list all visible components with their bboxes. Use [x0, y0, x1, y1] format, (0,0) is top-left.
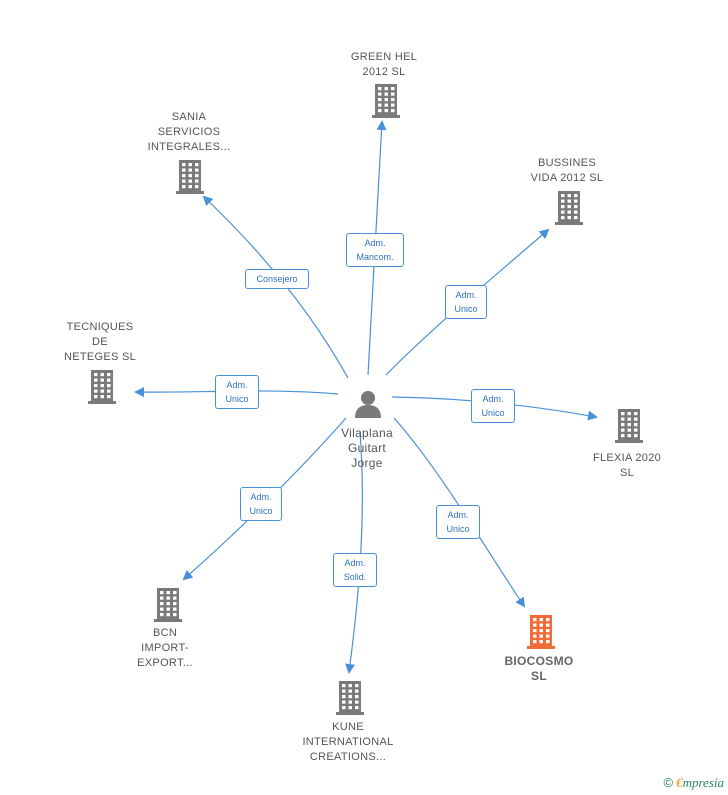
building-icon[interactable]: [372, 84, 400, 118]
edge-label-tecniques: Adm. Unico: [215, 375, 259, 409]
company-label-green-hel[interactable]: GREEN HEL 2012 SL: [350, 51, 418, 78]
edge-label-flexia: Adm. Unico: [471, 389, 515, 423]
company-label-bcn-import[interactable]: BCN IMPORT- EXPORT...: [137, 627, 193, 669]
company-label-sania[interactable]: SANIA SERVICIOS INTEGRALES...: [147, 111, 231, 153]
building-icon[interactable]: [555, 191, 583, 225]
company-label-flexia[interactable]: FLEXIA 2020 SL: [592, 452, 662, 479]
company-label-bussines-vida[interactable]: BUSSINES VIDA 2012 SL: [530, 157, 604, 184]
empresia-watermark: ©€mpresia: [664, 775, 725, 791]
edge-label-biocosmo: Adm. Unico: [436, 505, 480, 539]
edge-kune: [345, 431, 363, 674]
building-icon[interactable]: [527, 615, 555, 649]
building-icon[interactable]: [88, 370, 116, 404]
edge-label-green-hel: Adm. Mancom.: [346, 233, 404, 267]
company-label-biocosmo[interactable]: BIOCOSMO SL: [504, 654, 574, 683]
edge-label-bcn-import: Adm. Unico: [240, 487, 282, 521]
copyright-icon: ©: [663, 775, 674, 790]
edge-label-bussines-vida: Adm. Unico: [445, 285, 487, 319]
edge-label-kune: Adm. Solid.: [333, 553, 377, 587]
person-label[interactable]: Vilaplana Guitart Jorge: [341, 426, 393, 470]
building-icon[interactable]: [154, 588, 182, 622]
person-icon[interactable]: [355, 391, 381, 418]
building-icon[interactable]: [615, 409, 643, 443]
company-label-kune[interactable]: KUNE INTERNATIONAL CREATIONS...: [302, 721, 394, 763]
edge-label-sania: Consejero: [245, 269, 309, 289]
brand-initial: €: [676, 775, 683, 790]
brand-name: mpresia: [682, 775, 724, 790]
building-icon[interactable]: [336, 681, 364, 715]
company-label-tecniques[interactable]: TECNIQUES DE NETEGES SL: [63, 321, 137, 363]
building-icon[interactable]: [176, 160, 204, 194]
